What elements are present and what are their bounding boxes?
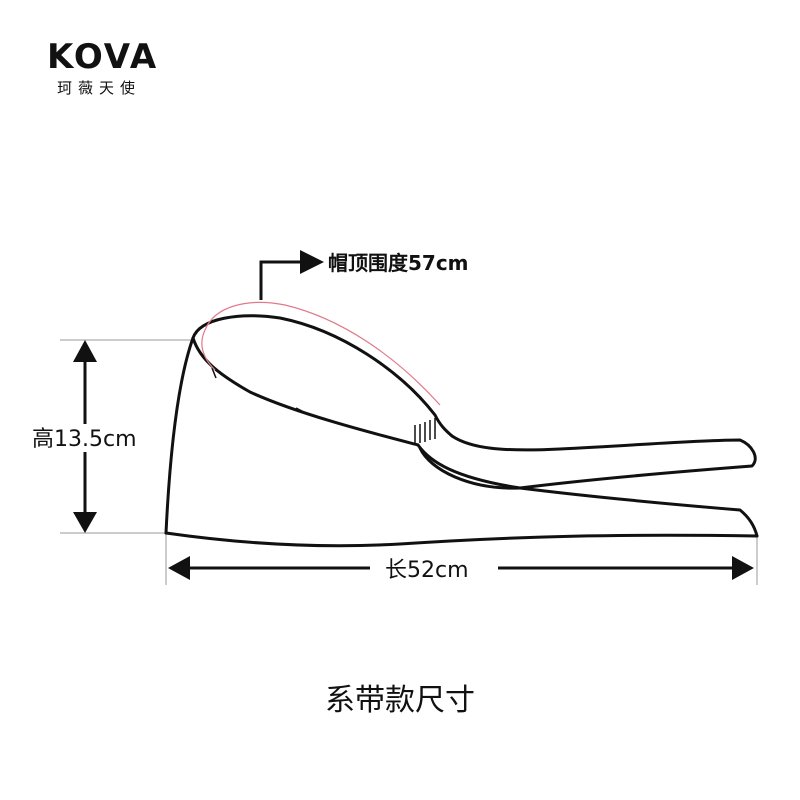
height-arrow-top-head — [73, 340, 97, 362]
stitch-mark — [211, 367, 217, 379]
brand-subtitle: 珂薇天使 — [57, 79, 142, 97]
caption: 系带款尺寸 — [325, 683, 475, 718]
height-arrow-bottom-head — [73, 512, 97, 533]
hat-crown-lower-edge — [191, 336, 420, 447]
height-label-bg — [30, 424, 150, 452]
length-label: 长52cm — [385, 558, 469, 583]
hat-back-body — [164, 336, 195, 535]
brand-logo: KOVA 珂薇天使 — [47, 40, 187, 98]
circumference-label: 帽顶围度57cm — [328, 251, 469, 275]
tie-band-lower — [518, 486, 759, 538]
seam-highlight — [201, 301, 441, 406]
tie-band-upper — [418, 434, 757, 490]
hat-crown-opening — [191, 314, 454, 438]
hat-base — [164, 531, 759, 548]
circumference-callout-arrow — [259, 250, 324, 300]
stitch-mark — [414, 418, 436, 443]
length-arrow-left-head — [168, 556, 190, 580]
stitch-marks — [211, 367, 436, 443]
length-arrow-right-head — [732, 556, 754, 580]
hat-outline — [164, 314, 759, 548]
brand-name: KOVA — [47, 37, 159, 77]
stitch-mark — [295, 407, 303, 412]
height-label: 高13.5cm — [32, 427, 137, 452]
hat-front-line — [416, 443, 522, 490]
